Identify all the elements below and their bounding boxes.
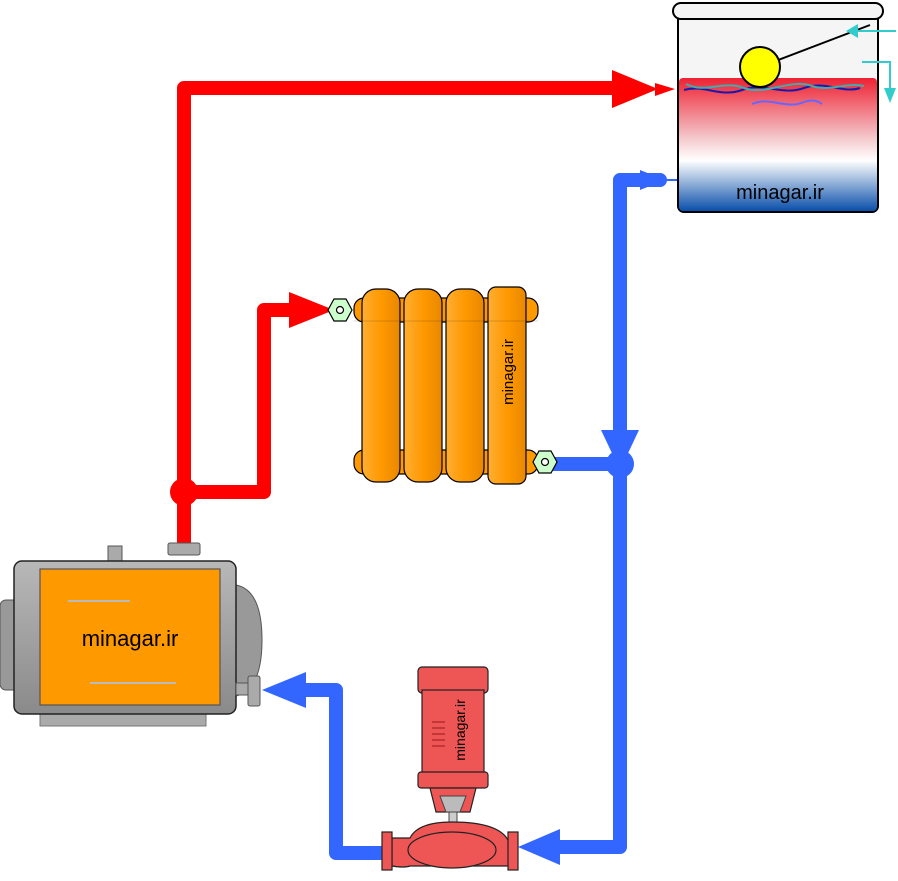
- radiator-label: minagar.ir: [500, 339, 517, 405]
- pump-motor-fins: [432, 721, 445, 747]
- float-ball: [739, 46, 781, 88]
- radiator-section: [361, 288, 401, 483]
- water-wave: [751, 99, 823, 106]
- pump-label: minagar.ir: [452, 699, 468, 761]
- make-up-inlet-arrow: [846, 24, 858, 38]
- cold-arrow-to-boiler: [262, 672, 306, 708]
- boiler: minagar.ir: [0, 542, 263, 727]
- radiator-section: [487, 286, 527, 485]
- radiator-inlet-valve: [327, 298, 353, 322]
- radiator-outlet-valve: [532, 450, 558, 474]
- pump-suction-flange: [507, 831, 519, 871]
- pump-motor: [421, 689, 485, 775]
- tank-label: minagar.ir: [736, 182, 824, 204]
- hot-arrow-to-tank: [612, 70, 658, 108]
- circulation-pump: minagar.ir: [381, 666, 519, 871]
- pump-coupling: [439, 795, 467, 813]
- radiator-section: [445, 288, 485, 483]
- tank-water: [679, 78, 877, 211]
- hot-water-supply-line: [177, 81, 632, 552]
- boiler-label: minagar.ir: [82, 626, 179, 651]
- tank-rim: [672, 2, 884, 20]
- hot-line-junction: [170, 478, 198, 506]
- pump-motor-cap: [417, 666, 489, 694]
- expansion-tank: minagar.ir: [672, 2, 896, 213]
- overflow-arrow: [884, 88, 896, 103]
- radiator: minagar.ir: [327, 286, 558, 485]
- boiler-inlet-flange: [247, 675, 261, 707]
- water-wave: [685, 82, 865, 92]
- cold-arrow-from-tank: [640, 170, 665, 190]
- cold-arrow-down: [601, 430, 639, 470]
- hot-arrow-tank-tip: [655, 83, 675, 96]
- pump-motor-base: [417, 771, 489, 789]
- overflow-line: [862, 61, 891, 96]
- boiler-outlet-fitting: [167, 542, 201, 556]
- pump-discharge-flange: [381, 831, 393, 871]
- hot-arrow-to-radiator: [289, 292, 334, 328]
- pump-impeller-housing: [407, 831, 497, 869]
- radiator-section: [403, 288, 443, 483]
- cold-arrow-to-pump: [518, 829, 560, 865]
